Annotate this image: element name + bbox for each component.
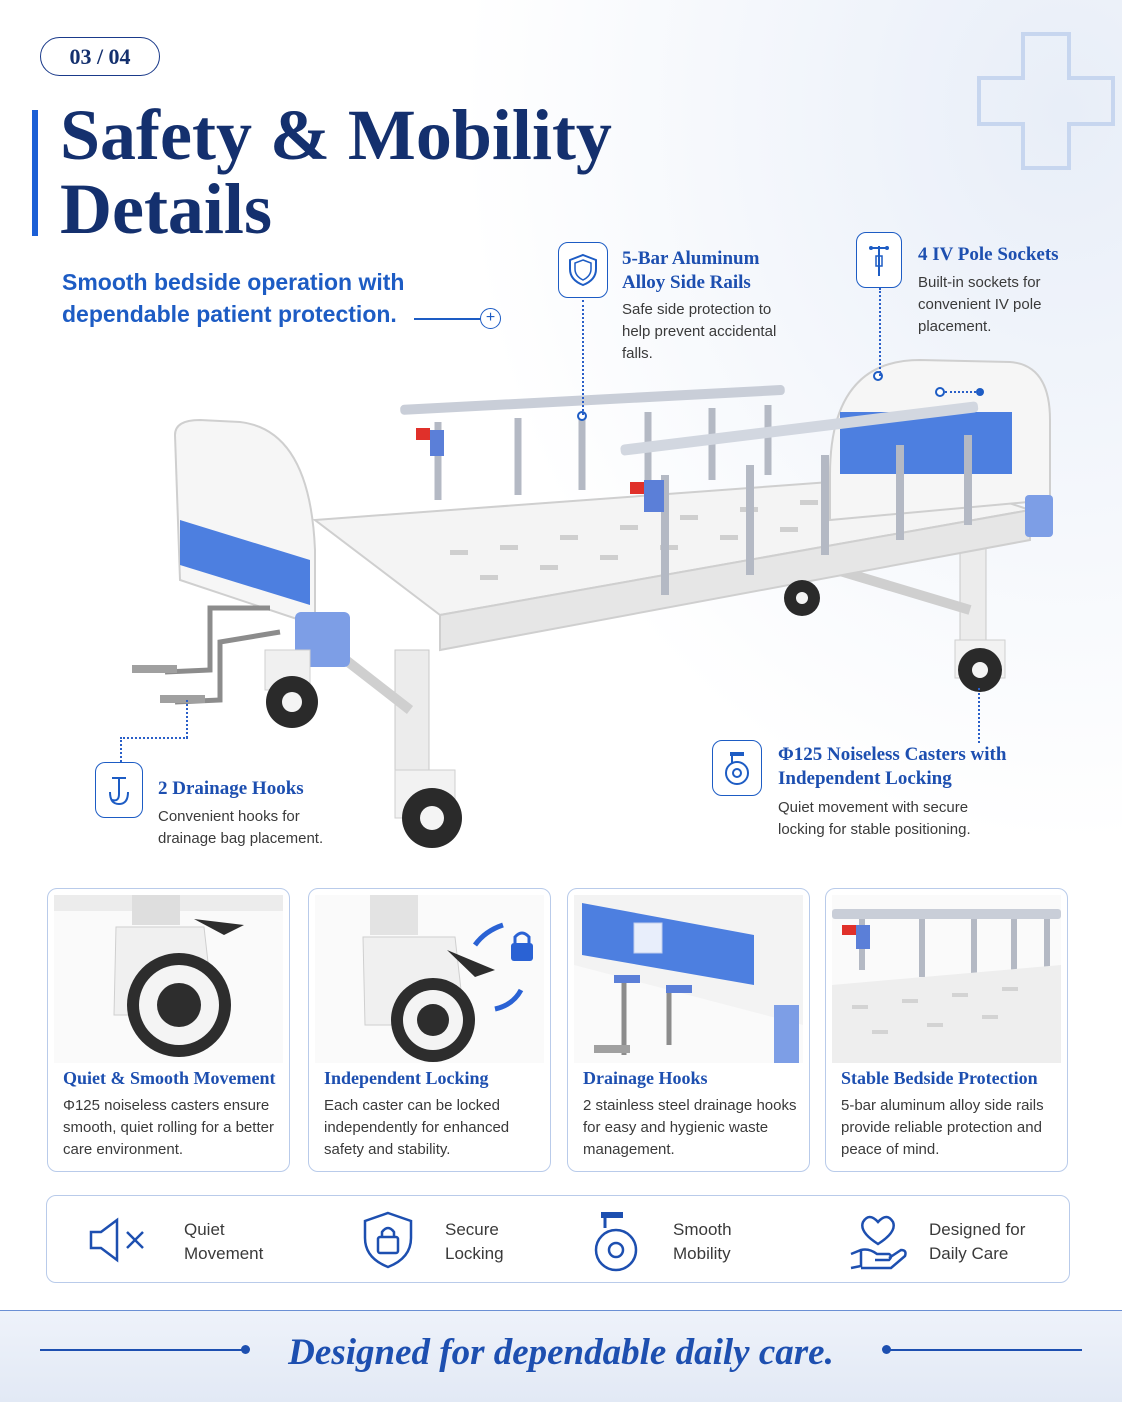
- drainage-connector-v: [186, 700, 188, 738]
- card-bedside-protection: Stable Bedside Protection 5-bar aluminum…: [825, 888, 1068, 1172]
- card-title: Independent Locking: [324, 1068, 489, 1088]
- footer-dot-left: [241, 1345, 250, 1354]
- drainage-connector-h: [120, 737, 188, 739]
- footer-divider-left: [40, 1349, 245, 1351]
- callout-desc: Safe side protection to help prevent acc…: [622, 301, 777, 362]
- footer-tagline: Designed for dependable daily care.: [288, 1332, 834, 1373]
- card-quiet-movement: Quiet & Smooth Movement Φ125 noiseless c…: [47, 888, 290, 1172]
- footer-divider-right: [886, 1349, 1082, 1351]
- plus-icon: +: [480, 308, 501, 329]
- hospital-bed-illustration: [132, 358, 1053, 848]
- callout-title: 4 IV Pole Sockets: [918, 244, 1059, 265]
- iv-sockets-connector-2: [945, 391, 980, 393]
- side-rails-connector: [582, 300, 584, 415]
- card-desc: 2 stainless steel drainage hooks for eas…: [583, 1097, 797, 1158]
- shield-icon: [558, 242, 608, 298]
- caster-closeup-image: [54, 895, 283, 1063]
- card-desc: Each caster can be locked independently …: [324, 1097, 510, 1158]
- iv-sockets-connector: [879, 288, 881, 376]
- card-title: Stable Bedside Protection: [841, 1068, 1038, 1088]
- page-indicator: 03 / 04: [40, 37, 160, 76]
- title-accent-bar: [32, 110, 38, 236]
- callout-title: Φ125 Noiseless Casters with Independent …: [778, 744, 1007, 789]
- callout-title: 5-Bar Aluminum Alloy Side Rails: [622, 248, 760, 293]
- shield-lock-icon: [363, 1211, 413, 1269]
- page-title: Safety & Mobility Details: [60, 95, 612, 249]
- card-title: Quiet & Smooth Movement: [63, 1068, 276, 1088]
- speaker-mute-icon: [89, 1217, 144, 1263]
- card-drainage-hooks: Drainage Hooks 2 stainless steel drainag…: [567, 888, 810, 1172]
- heart-hand-icon: [850, 1215, 907, 1270]
- callout-desc: Convenient hooks for drainage bag placem…: [158, 808, 324, 847]
- hook-icon: [95, 762, 143, 818]
- iv-pole-icon: [856, 232, 902, 288]
- page-subtitle: Smooth bedside operation with dependable…: [62, 269, 405, 327]
- drainage-hooks-image: [574, 895, 803, 1063]
- footer-band: Designed for dependable daily care.: [0, 1310, 1122, 1402]
- drainage-connector-v2: [120, 737, 122, 762]
- card-independent-locking: Independent Locking Each caster can be l…: [308, 888, 551, 1172]
- card-desc: Φ125 noiseless casters ensure smooth, qu…: [63, 1097, 274, 1158]
- callout-title: 2 Drainage Hooks: [158, 778, 304, 799]
- card-desc: 5-bar aluminum alloy side rails provide …: [841, 1097, 1044, 1158]
- casters-connector: [978, 688, 980, 743]
- caster-icon: [712, 740, 762, 796]
- side-rail-image: [832, 895, 1061, 1063]
- card-title: Drainage Hooks: [583, 1068, 708, 1088]
- caster-wheel-icon: [594, 1212, 638, 1272]
- callout-desc: Built-in sockets for convenient IV pole …: [918, 274, 1042, 335]
- caster-lock-image: [315, 895, 544, 1063]
- subtitle-connector: [414, 318, 480, 320]
- medical-cross-icon: [977, 32, 1115, 170]
- callout-desc: Quiet movement with secure locking for s…: [778, 799, 971, 838]
